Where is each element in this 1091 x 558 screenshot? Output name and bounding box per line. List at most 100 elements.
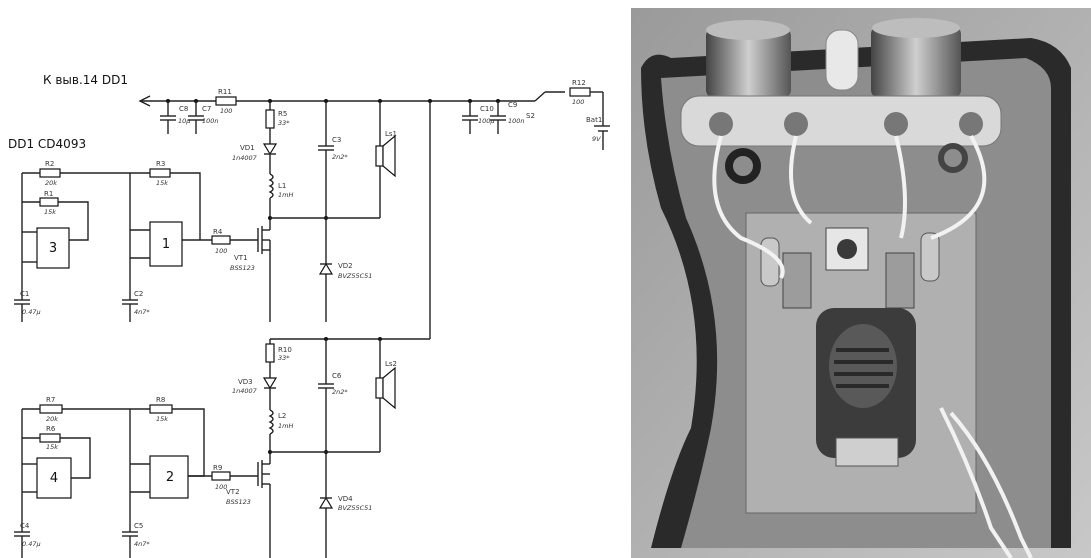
resistor-r3: R3 15k: [149, 160, 171, 187]
ic-label: DD1 CD4093: [8, 137, 86, 151]
svg-text:R8: R8: [156, 396, 165, 404]
svg-text:R2: R2: [45, 160, 54, 168]
svg-text:0.47µ: 0.47µ: [22, 308, 41, 316]
svg-text:C5: C5: [134, 522, 143, 530]
svg-text:VD3: VD3: [238, 378, 253, 386]
transducer-right: [871, 18, 961, 98]
resistor-r7: R7 20k: [39, 396, 63, 423]
svg-text:20k: 20k: [45, 179, 57, 187]
diode-vd3: VD3 1n4007: [232, 362, 278, 410]
led: [825, 29, 859, 91]
gate-4: 4: [36, 457, 72, 499]
svg-text:2: 2: [166, 470, 174, 485]
zener-vd2: VD2 BVZ55C51: [318, 262, 372, 280]
svg-text:100: 100: [220, 107, 232, 115]
svg-text:15k: 15k: [156, 415, 168, 423]
svg-text:3: 3: [49, 241, 57, 256]
svg-text:100: 100: [215, 247, 227, 255]
resistor-r6: R6 15k: [39, 425, 61, 451]
svg-text:C10: C10: [480, 105, 494, 113]
svg-text:Ls2: Ls2: [385, 360, 397, 368]
svg-text:C8: C8: [179, 105, 188, 113]
battery-connector: [816, 308, 916, 467]
svg-text:S2: S2: [526, 112, 535, 120]
svg-text:VD2: VD2: [338, 262, 353, 270]
resistor-r5: R5 33*: [265, 101, 290, 129]
svg-text:R4: R4: [213, 228, 223, 236]
gate-3: 3: [36, 227, 70, 269]
svg-text:R11: R11: [218, 88, 232, 96]
device-photo: [631, 8, 1091, 558]
svg-text:R3: R3: [156, 160, 165, 168]
diode-vd1: VD1 1n4007: [232, 128, 278, 174]
svg-text:15k: 15k: [44, 208, 56, 216]
inductor-l1: L1 1mH: [268, 173, 293, 226]
capacitor-c7: C7 100n: [188, 101, 219, 134]
svg-text:L2: L2: [278, 412, 286, 420]
svg-text:1: 1: [162, 237, 170, 252]
svg-text:L1: L1: [278, 182, 286, 190]
svg-text:15k: 15k: [46, 443, 58, 451]
svg-text:0.47µ: 0.47µ: [22, 540, 41, 548]
capacitor-c9: C9 100n: [490, 101, 525, 134]
svg-text:R9: R9: [213, 464, 222, 472]
svg-text:33*: 33*: [278, 119, 290, 127]
svg-text:4n7*: 4n7*: [134, 540, 150, 548]
transducer-left: [706, 20, 791, 98]
battery-bat1: Bat1 9V: [586, 116, 610, 150]
svg-text:100: 100: [215, 483, 227, 491]
resistor-r12: R12 100: [569, 79, 591, 106]
svg-text:R1: R1: [44, 190, 53, 198]
supply-rail: [138, 95, 535, 107]
svg-text:9V: 9V: [592, 135, 601, 143]
svg-text:VT1: VT1: [234, 254, 248, 262]
mosfet-vt2: VT2 BSS123: [226, 460, 271, 558]
svg-text:4: 4: [50, 471, 58, 486]
svg-text:1mH: 1mH: [278, 191, 293, 199]
speaker-ls2: Ls2: [375, 339, 397, 452]
svg-text:BSS123: BSS123: [226, 498, 251, 506]
svg-text:C3: C3: [332, 136, 341, 144]
zener-vd4: VD4 BVZ55C51: [318, 495, 372, 512]
svg-text:100: 100: [572, 98, 584, 106]
svg-text:R7: R7: [46, 396, 55, 404]
resistor-r8: R8 15k: [149, 396, 173, 423]
svg-text:100n: 100n: [202, 117, 219, 125]
circuit-schematic: К выв.14 DD1 DD1 CD4093 C8 10µ C7 100n R…: [8, 73, 610, 558]
svg-text:C1: C1: [20, 290, 29, 298]
capacitor-c2: C2 4n7*: [122, 290, 150, 322]
svg-text:BSS123: BSS123: [230, 264, 255, 272]
capacitor-c6: C6 2n2*: [318, 339, 348, 558]
capacitor-c4: C4 0.47µ: [14, 522, 41, 558]
resistor-r2: R2 20k: [39, 160, 61, 187]
svg-text:VT2: VT2: [226, 488, 240, 496]
svg-text:33*: 33*: [278, 354, 290, 362]
supply-header-label: К выв.14 DD1: [43, 73, 128, 87]
gate-1: 1: [149, 221, 183, 267]
capacitor-c10: C10 100µ: [462, 101, 495, 134]
svg-text:1n4007: 1n4007: [232, 387, 258, 395]
capacitor-c5: C5 4n7*: [122, 522, 150, 558]
resistor-r9: R9 100: [211, 464, 258, 491]
svg-text:C4: C4: [20, 522, 30, 530]
svg-text:10µ: 10µ: [178, 117, 190, 125]
gate-2: 2: [149, 455, 189, 499]
svg-text:15k: 15k: [156, 179, 168, 187]
svg-text:R5: R5: [278, 110, 287, 118]
svg-text:Bat1: Bat1: [586, 116, 602, 124]
resistor-r10: R10 33*: [265, 339, 292, 363]
svg-text:100n: 100n: [508, 117, 525, 125]
capacitor-c3: C3 2n2*: [318, 101, 348, 322]
svg-text:C9: C9: [508, 101, 517, 109]
resistor-r1: R1 15k: [39, 190, 59, 216]
wires: [712, 135, 1033, 558]
switch-s2: S2: [526, 91, 565, 120]
svg-text:1mH: 1mH: [278, 422, 293, 430]
svg-text:Ls1: Ls1: [385, 130, 397, 138]
svg-text:2n2*: 2n2*: [332, 388, 348, 396]
svg-text:R10: R10: [278, 346, 292, 354]
svg-text:2n2*: 2n2*: [332, 153, 348, 161]
svg-text:VD4: VD4: [338, 495, 353, 503]
svg-text:C7: C7: [202, 105, 211, 113]
svg-text:R6: R6: [46, 425, 56, 433]
